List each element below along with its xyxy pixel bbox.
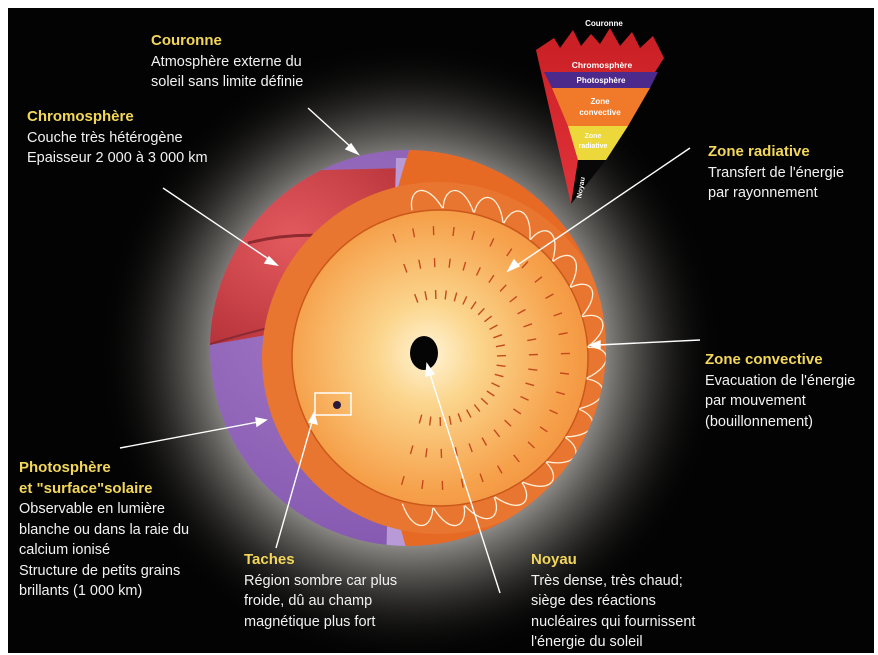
label-zone-convective-title: Zone convective — [705, 350, 855, 371]
label-taches-line-1: Région sombre car plus — [244, 571, 397, 592]
label-noyau-line-3: nucléaires qui fournissent — [531, 612, 695, 633]
diagram-canvas: Couronne Chromosphère Photosphère Zone c… — [8, 8, 874, 653]
label-noyau-line-2: siège des réactions — [531, 591, 695, 612]
wedge-label-zone-convective-2: convective — [579, 108, 621, 117]
label-photosphere-line-1: Observable en lumière — [19, 499, 189, 520]
label-couronne: Couronne Atmosphère externe du soleil sa… — [151, 31, 303, 93]
label-zone-convective-line-2: par mouvement — [705, 391, 855, 412]
label-zone-radiative-line-2: par rayonnement — [708, 183, 844, 204]
label-noyau-title: Noyau — [531, 550, 695, 571]
wedge-label-photosphere: Photosphère — [577, 76, 626, 85]
label-photosphere-title-2: et "surface"solaire — [19, 479, 189, 500]
radiative-zone — [292, 210, 588, 506]
label-chromosphere-line-1: Couche très hétérogène — [27, 128, 208, 149]
core — [410, 336, 438, 370]
label-photosphere-line-4: Structure de petits grains — [19, 561, 189, 582]
wedge-label-chromosphere: Chromosphère — [572, 60, 633, 70]
label-photosphere-line-5: brillants (1 000 km) — [19, 581, 189, 602]
wedge-label-zone-radiative-1: Zone — [585, 133, 602, 140]
label-chromosphere-title: Chromosphère — [27, 107, 208, 128]
label-photosphere-line-3: calcium ionisé — [19, 540, 189, 561]
label-couronne-line-1: Atmosphère externe du — [151, 52, 303, 73]
label-zone-radiative-line-1: Transfert de l'énergie — [708, 163, 844, 184]
label-zone-radiative-title: Zone radiative — [708, 142, 844, 163]
label-chromosphere: Chromosphère Couche très hétérogène Epai… — [27, 107, 208, 169]
label-noyau-line-1: Très dense, très chaud; — [531, 571, 695, 592]
sunspot — [333, 401, 341, 409]
label-photosphere-title: Photosphère — [19, 458, 189, 479]
wedge-convective — [552, 88, 650, 126]
label-zone-convective: Zone convective Evacuation de l'énergie … — [705, 350, 855, 432]
label-photosphere: Photosphère et "surface"solaire Observab… — [19, 458, 189, 602]
label-zone-convective-line-1: Evacuation de l'énergie — [705, 371, 855, 392]
label-zone-convective-line-3: (bouillonnement) — [705, 412, 855, 433]
label-noyau-line-4: l'énergie du soleil — [531, 632, 695, 653]
wedge-label-zone-radiative-2: radiative — [579, 143, 608, 150]
label-couronne-title: Couronne — [151, 31, 303, 52]
wedge-label-zone-convective-1: Zone — [590, 97, 610, 106]
label-photosphere-line-2: blanche ou dans la raie du — [19, 520, 189, 541]
wedge-label-couronne: Couronne — [585, 19, 623, 28]
label-taches-line-2: froide, dû au champ — [244, 591, 397, 612]
label-taches-title: Taches — [244, 550, 397, 571]
label-couronne-line-2: soleil sans limite définie — [151, 72, 303, 93]
label-taches: Taches Région sombre car plus froide, dû… — [244, 550, 397, 632]
label-taches-line-3: magnétique plus fort — [244, 612, 397, 633]
label-chromosphere-line-2: Epaisseur 2 000 à 3 000 km — [27, 148, 208, 169]
label-noyau: Noyau Très dense, très chaud; siège des … — [531, 550, 695, 653]
label-zone-radiative: Zone radiative Transfert de l'énergie pa… — [708, 142, 844, 204]
